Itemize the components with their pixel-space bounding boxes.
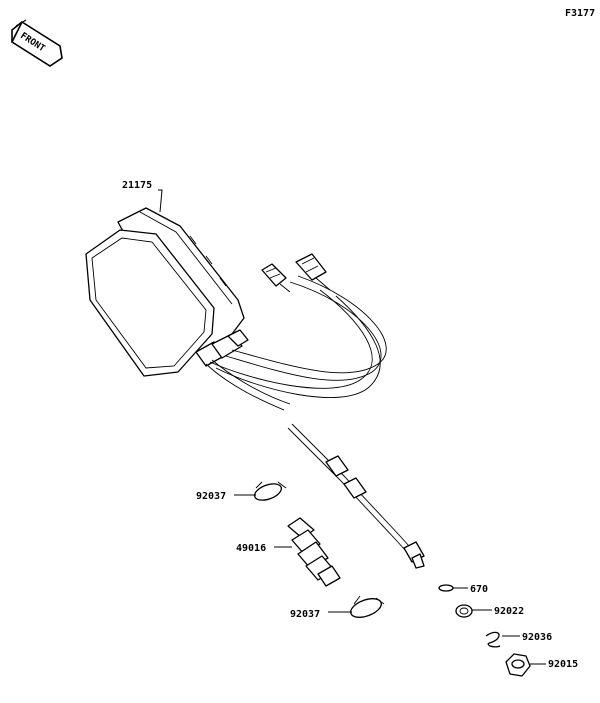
- coupler-right: [295, 253, 331, 291]
- part-number-670: 670: [470, 584, 488, 595]
- speedometer-cable: [287, 423, 425, 569]
- o-ring: [438, 584, 454, 592]
- spring-clip: [485, 631, 501, 648]
- meter-assembly: [85, 207, 249, 377]
- leader-21175: [158, 189, 163, 213]
- boot: [287, 517, 341, 587]
- figure-code: F3177: [565, 8, 595, 19]
- wiring-harness: [205, 275, 387, 411]
- clamp-lower: [350, 595, 385, 618]
- part-number-92036: 92036: [522, 632, 552, 643]
- part-number-49016: 49016: [236, 543, 266, 554]
- front-arrow-icon: FRONT: [10, 19, 63, 67]
- part-number-21175: 21175: [122, 180, 152, 191]
- coupler-left: [261, 263, 291, 293]
- clamp-upper: [253, 481, 287, 501]
- part-number-92022: 92022: [494, 606, 524, 617]
- nut: [505, 653, 531, 677]
- part-number-92037-lower: 92037: [290, 609, 320, 620]
- part-number-92015: 92015: [548, 659, 578, 670]
- part-number-92037-upper: 92037: [196, 491, 226, 502]
- washer: [455, 604, 473, 618]
